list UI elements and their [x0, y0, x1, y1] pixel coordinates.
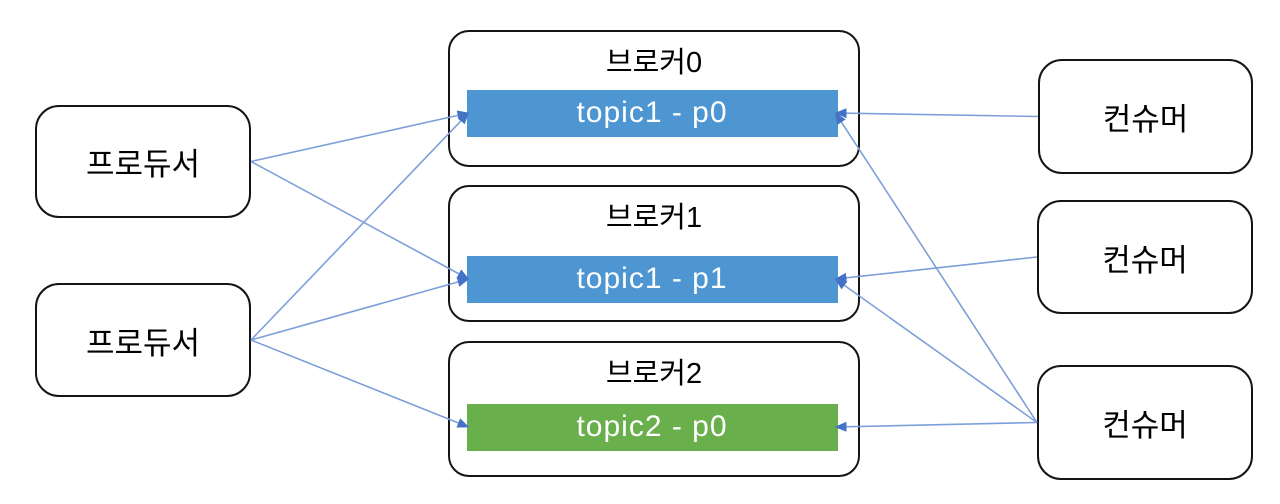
consumer-box-1: 컨슈머: [1038, 59, 1253, 174]
partition-bar-topic1-p1: topic1 - p1: [466, 255, 838, 303]
edge-consumer-3-topic2-p0: [834, 421, 1038, 432]
edge-producer-2-topic2-p0: [250, 339, 470, 428]
edge-producer-1-topic1-p1: [250, 160, 470, 280]
partition-bar-topic1-p0: topic1 - p0: [466, 89, 838, 137]
edge-consumer-3-topic1-p0: [834, 112, 1038, 423]
partition-label: topic1 - p0: [576, 96, 728, 129]
partition-bar-topic2-p0: topic2 - p0: [466, 403, 838, 451]
broker-title: 브로커1: [605, 202, 703, 234]
consumer-label: 컨슈머: [1102, 408, 1188, 443]
edge-producer-2-topic1-p0: [250, 112, 470, 341]
broker-title: 브로커0: [605, 47, 703, 79]
partition-label: topic1 - p1: [576, 262, 728, 295]
consumer-label: 컨슈머: [1102, 102, 1189, 137]
edge-producer-2-topic1-p1: [250, 277, 470, 341]
edge-consumer-3-topic1-p1: [834, 278, 1038, 424]
producer-label: 프로듀서: [85, 325, 201, 361]
partition-label: topic2 - p0: [576, 410, 728, 443]
producer-box-1: 프로듀서: [35, 105, 251, 218]
producer-label: 프로듀서: [85, 147, 201, 182]
producer-box-2: 프로듀서: [35, 283, 251, 397]
broker-box-1: 브로커1 topic1 - p1: [448, 185, 860, 322]
consumer-label: 컨슈머: [1102, 242, 1188, 278]
edge-consumer-1-topic1-p0: [834, 108, 1039, 119]
broker-title: 브로커2: [605, 358, 703, 390]
broker-box-0: 브로커0 topic1 - p0: [448, 30, 860, 167]
consumer-box-2: 컨슈머: [1037, 200, 1253, 314]
consumer-box-3: 컨슈머: [1037, 365, 1253, 480]
edge-producer-1-topic1-p0: [250, 110, 470, 163]
edge-consumer-2-topic1-p1: [834, 256, 1038, 283]
broker-box-2: 브로커2 topic2 - p0: [448, 341, 860, 477]
